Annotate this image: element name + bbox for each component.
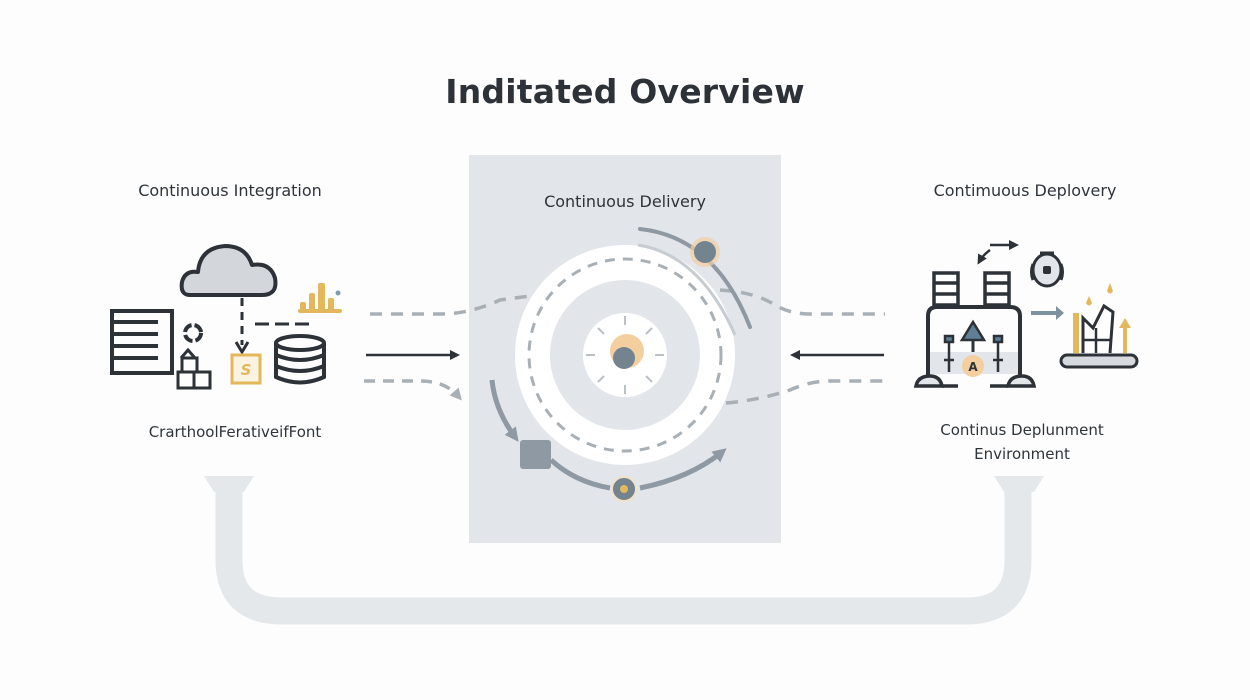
deploy-up-triangle	[959, 319, 987, 342]
deployment-sublabel-line2: Environment	[974, 445, 1070, 463]
delivery-label: Continuous Delivery	[544, 192, 706, 211]
deployment-icons: A	[913, 240, 1139, 388]
left-connectors	[364, 294, 531, 401]
database-icon	[274, 334, 326, 385]
bottom-arc-right	[639, 448, 727, 491]
cloud-down-arrowhead	[234, 341, 250, 355]
deploy-station-icon: A	[913, 305, 1037, 388]
deploy-badge-letter: A	[968, 360, 978, 374]
diagram-title: Inditated Overview	[445, 72, 805, 111]
right-dashed-bottom	[725, 379, 885, 405]
feedback-loop-left-cap	[204, 476, 254, 492]
integration-sublabel: CrarthoolFerativeifFont	[148, 423, 322, 441]
integration-icons: S	[110, 244, 342, 390]
growth-launch-icon	[1059, 283, 1139, 369]
server-list-icon	[110, 309, 174, 375]
sync-arrow-left	[977, 248, 991, 265]
feedback-loop-right-cap	[994, 476, 1044, 492]
deployment-sublabel-line1: Continus Deplunment	[940, 421, 1104, 439]
top-node	[694, 241, 716, 263]
top-arc-faint	[637, 243, 737, 336]
monitor-head-icon	[1030, 251, 1064, 288]
right-connectors	[719, 288, 885, 405]
server-rack-left-icon	[932, 271, 960, 307]
package-boxes-icon	[176, 347, 212, 390]
cloud-icon	[179, 244, 278, 297]
left-dashed-top	[370, 294, 531, 316]
script-box-icon	[230, 353, 262, 385]
server-rack-right-icon	[983, 271, 1011, 307]
bar-chart-icon	[298, 283, 342, 313]
deployment-label: Contimuous Deplovery	[933, 181, 1117, 200]
left-dashed-bottom	[364, 379, 462, 401]
bottom-arc-left	[549, 458, 611, 491]
deploy-badge	[962, 355, 984, 377]
script-box-letter: S	[241, 361, 252, 379]
integration-label: Continuous Integration	[138, 181, 322, 200]
dashed-ring	[527, 257, 723, 453]
delivery-cycle	[489, 227, 752, 502]
refresh-icon	[183, 323, 203, 343]
feedback-loop-path	[215, 478, 1032, 625]
core-dot	[613, 347, 635, 369]
left-down-arc	[489, 379, 519, 442]
right-dashed-top	[719, 288, 885, 316]
bottom-node-center	[620, 485, 628, 493]
process-square	[520, 440, 551, 469]
core-ticks	[586, 316, 664, 394]
